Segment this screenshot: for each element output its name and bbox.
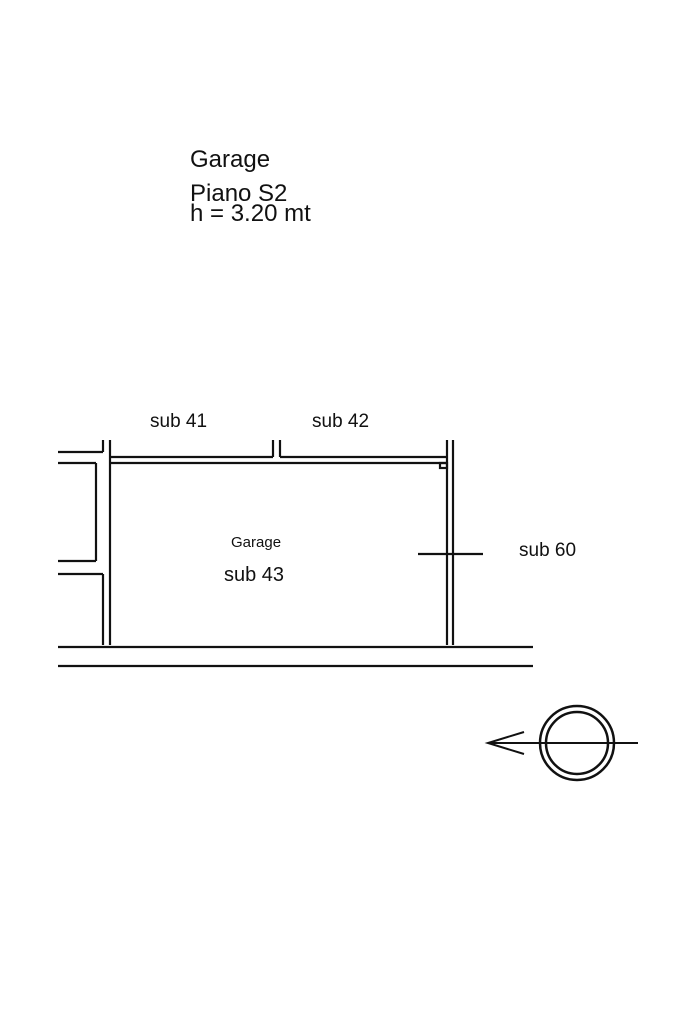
floor-label: Piano S2 <box>190 180 288 207</box>
ceiling-height-label: h = 3.20 mt <box>190 200 311 227</box>
label-sub-41: sub 41 <box>150 411 208 432</box>
room-title: Garage <box>190 146 271 173</box>
label-sub-42: sub 42 <box>312 411 370 432</box>
room-unit-label: sub 43 <box>224 564 285 586</box>
compass-north-arrow-icon <box>484 704 638 782</box>
walls <box>58 440 533 668</box>
label-sub-60: sub 60 <box>519 540 577 561</box>
room-type-label: Garage <box>231 534 282 551</box>
